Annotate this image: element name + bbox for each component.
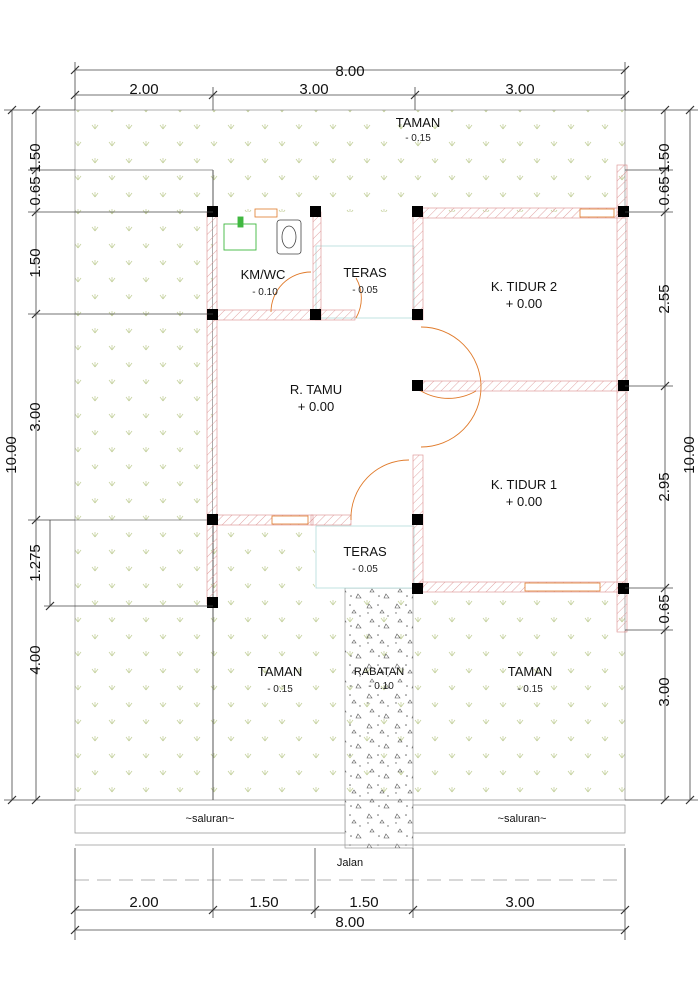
dim-right-seg-4: 2.95 xyxy=(656,472,673,501)
room-taman-top-elevation: - 0.15 xyxy=(405,133,431,144)
teras-top-floor xyxy=(315,245,415,319)
dim-top-total: 8.00 xyxy=(335,63,364,80)
room-taman-right-name: TAMAN xyxy=(508,664,553,679)
dim-right-seg-2: 0.65 xyxy=(656,176,673,205)
dim-right-seg-6: 3.00 xyxy=(656,677,673,706)
dim-bottom-seg-4: 3.00 xyxy=(505,894,534,911)
rabatan-area xyxy=(344,587,414,849)
dim-bottom-total: 8.00 xyxy=(335,914,364,931)
room-rabatan-name: RABATAN xyxy=(354,666,404,678)
dim-left-seg-4: 3.00 xyxy=(27,402,44,431)
room-teras-bottom-name: TERAS xyxy=(343,544,387,559)
room-rabatan-elevation: - 0.10 xyxy=(368,681,394,692)
room-k-tidur-1-name: K. TIDUR 1 xyxy=(491,477,557,492)
dimension-ticks xyxy=(7,65,695,935)
door-arcs xyxy=(270,271,482,521)
dim-left-total: 10.00 xyxy=(3,436,20,474)
room-taman-left-name: TAMAN xyxy=(258,664,303,679)
dimension-lines xyxy=(4,62,698,940)
basin-icon xyxy=(223,216,257,251)
room-kmwc-name: KM/WC xyxy=(241,267,286,282)
dim-bottom-seg-2: 1.50 xyxy=(249,894,278,911)
jalan-label: Jalan xyxy=(337,857,363,869)
toilet-icon xyxy=(276,219,302,255)
room-kmwc-elevation: - 0.10 xyxy=(252,287,278,298)
windows xyxy=(254,208,615,592)
room-teras-top-elevation: - 0.05 xyxy=(352,285,378,296)
dim-right-seg-1: 1.50 xyxy=(656,143,673,172)
room-r-tamu-elevation: + 0.00 xyxy=(298,399,335,414)
dim-left-seg-1: 1.50 xyxy=(27,143,44,172)
room-k-tidur-2-name: K. TIDUR 2 xyxy=(491,279,557,294)
saluran-left xyxy=(74,804,346,834)
dim-right-seg-3: 2.55 xyxy=(656,284,673,313)
room-k-tidur-1-elevation: + 0.00 xyxy=(506,494,543,509)
dim-bottom-seg-1: 2.00 xyxy=(129,894,158,911)
dim-left-seg-3: 1.50 xyxy=(27,248,44,277)
room-k-tidur-2-elevation: + 0.00 xyxy=(506,296,543,311)
dim-left-seg-2: 0.65 xyxy=(27,176,44,205)
dim-left-seg-5: 1.275 xyxy=(27,544,44,582)
saluran-left-label: ~saluran~ xyxy=(186,813,235,825)
saluran-right-label: ~saluran~ xyxy=(498,813,547,825)
room-r-tamu-name: R. TAMU xyxy=(290,382,342,397)
saluran-right xyxy=(412,804,626,834)
dim-bottom-seg-3: 1.50 xyxy=(349,894,378,911)
room-teras-bottom-elevation: - 0.05 xyxy=(352,564,378,575)
columns xyxy=(207,206,629,608)
room-taman-left-elevation: - 0.15 xyxy=(267,684,293,695)
dim-right-seg-5: 0.65 xyxy=(656,594,673,623)
dim-top-seg-1: 2.00 xyxy=(129,81,158,98)
room-taman-top-name: TAMAN xyxy=(396,115,441,130)
dim-top-seg-3: 3.00 xyxy=(505,81,534,98)
room-teras-top-name: TERAS xyxy=(343,265,387,280)
dim-left-seg-6: 4.00 xyxy=(27,645,44,674)
dim-right-total: 10.00 xyxy=(681,436,698,474)
dim-top-seg-2: 3.00 xyxy=(299,81,328,98)
room-taman-right-elevation: - 0.15 xyxy=(517,684,543,695)
